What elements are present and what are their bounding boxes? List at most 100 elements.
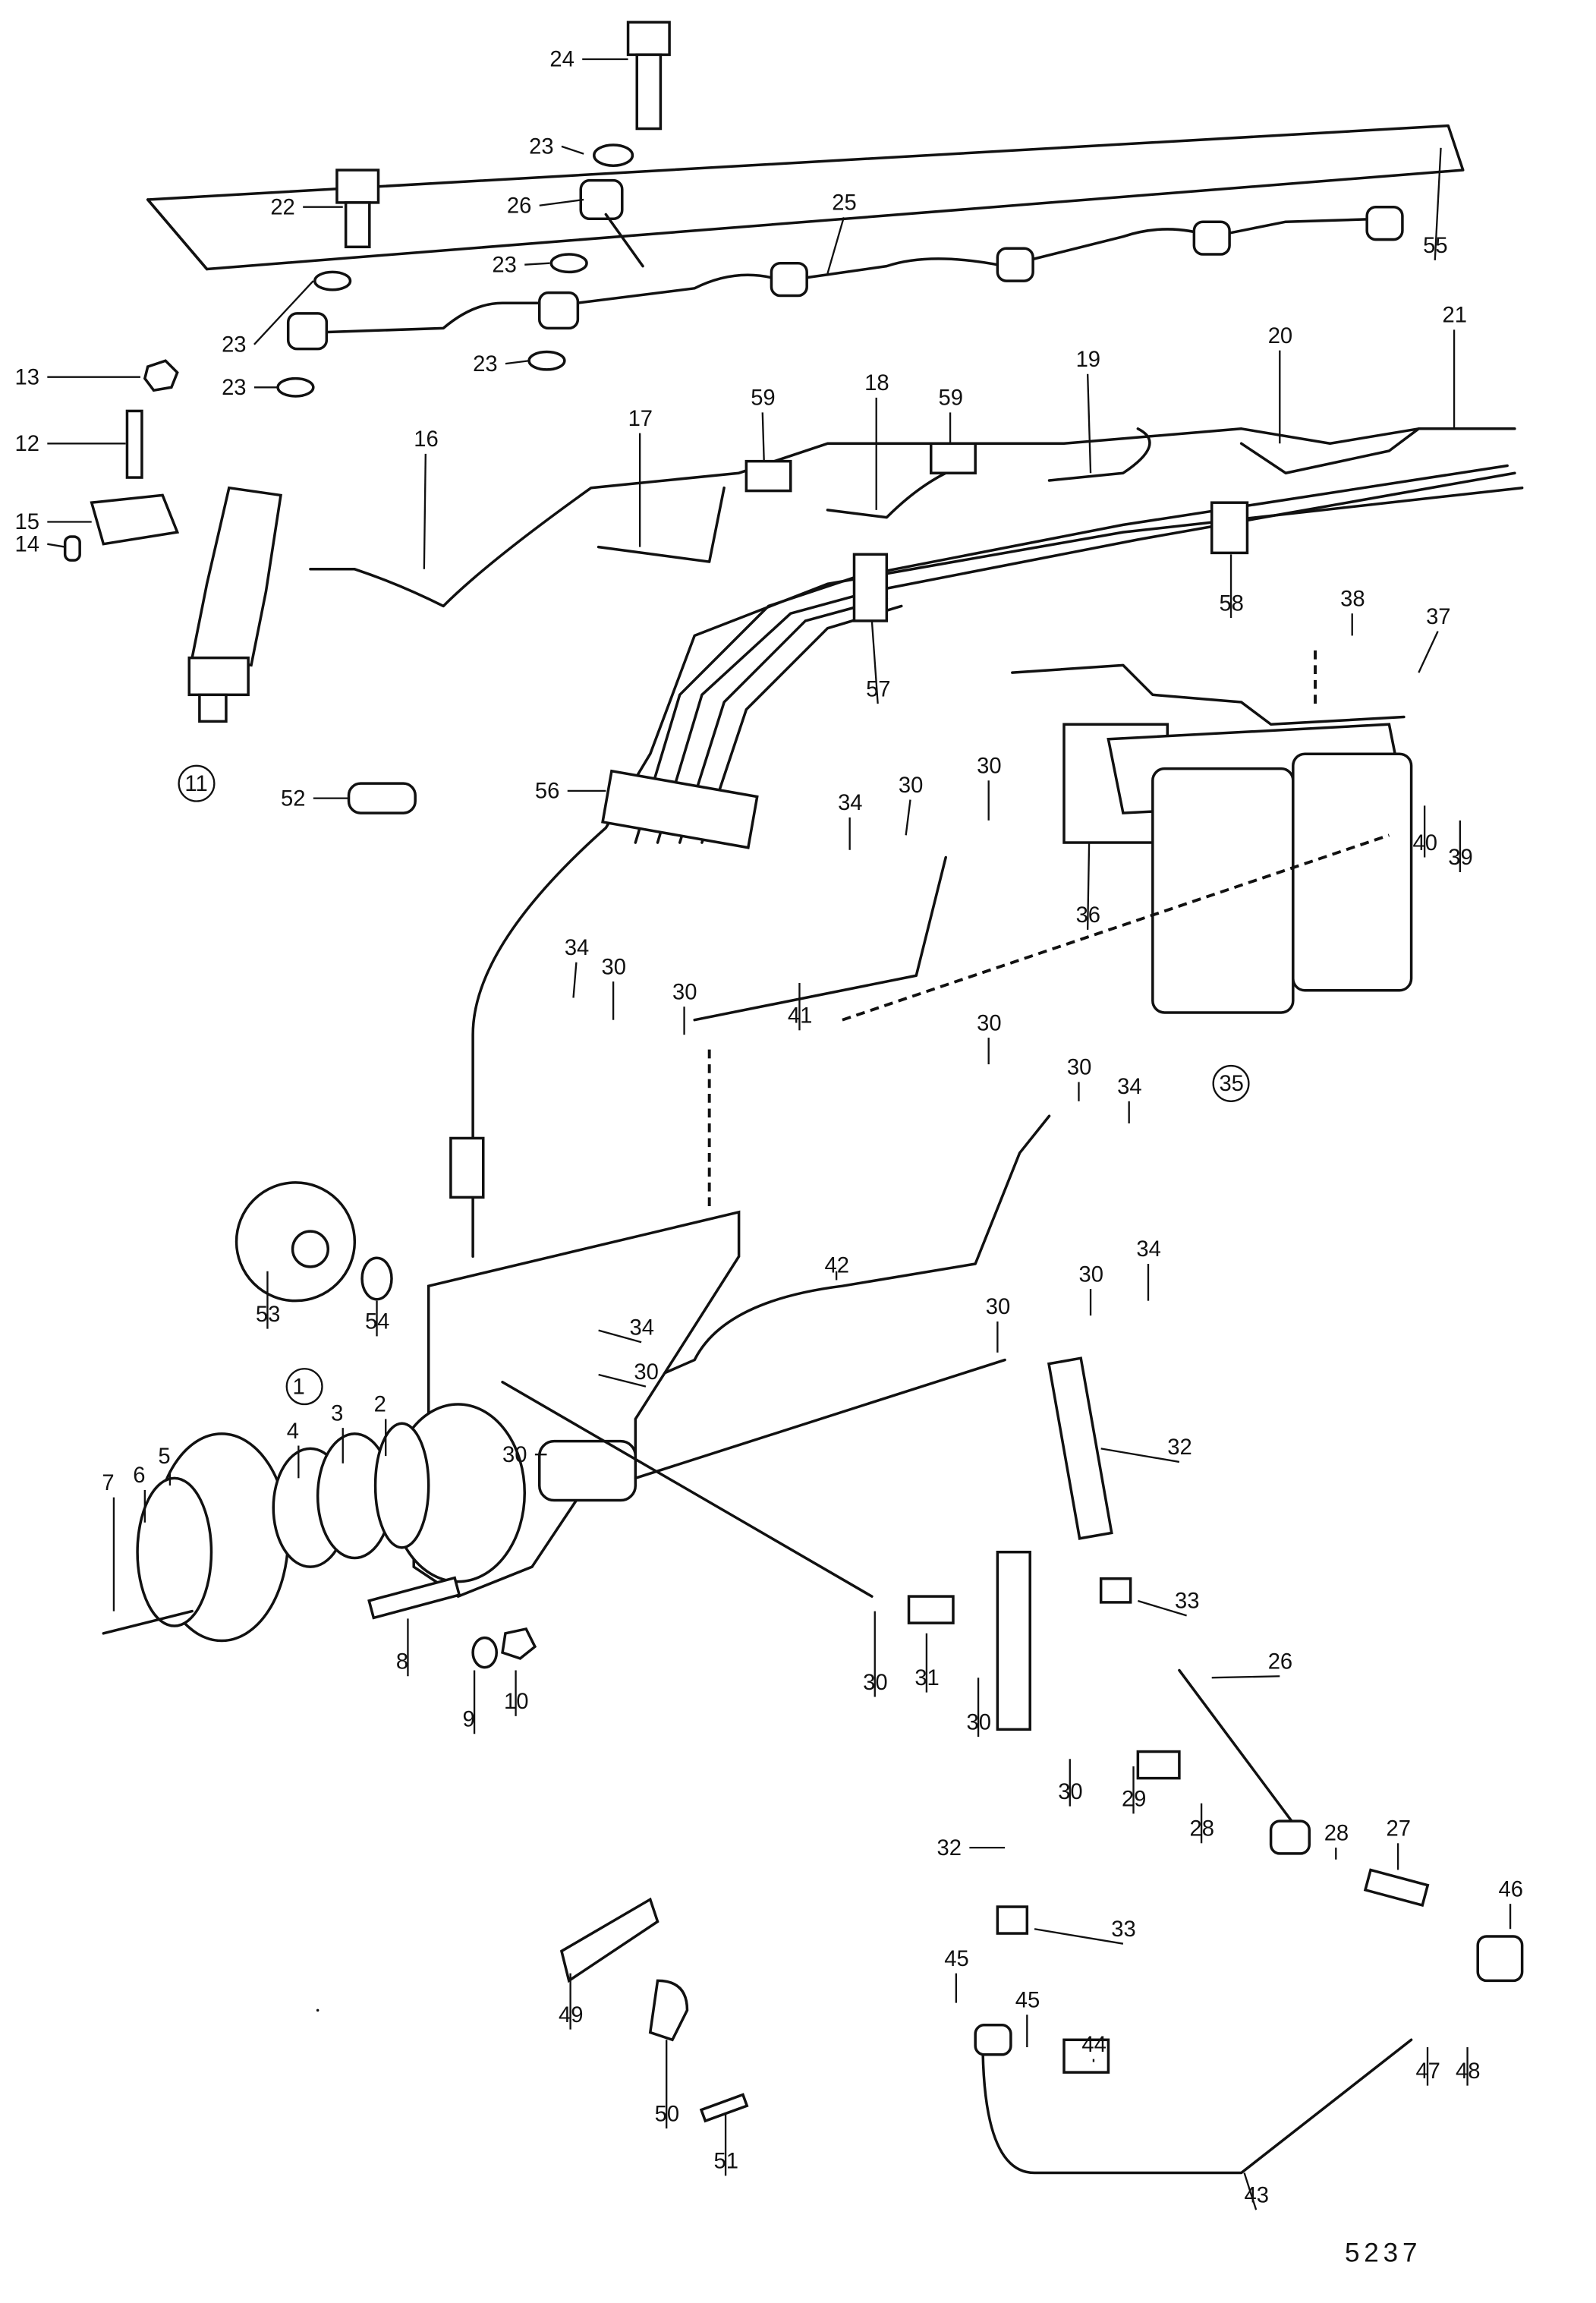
part-number-label: 30 xyxy=(1067,1056,1091,1080)
part-number-label: 30 xyxy=(899,773,923,798)
part-number-label: 43 xyxy=(1245,2183,1269,2207)
part-number-label: 44 xyxy=(1081,2033,1106,2057)
part-number-label: 33 xyxy=(1111,1917,1135,1942)
part-number-label: 23 xyxy=(492,253,516,277)
part-number-label: 57 xyxy=(866,677,890,701)
part-number-label: 51 xyxy=(714,2150,738,2174)
leader-line xyxy=(598,1373,647,1388)
leader-line xyxy=(505,360,530,365)
leader-line xyxy=(1138,1599,1187,1617)
bracket xyxy=(316,782,749,2123)
part-number-label: 30 xyxy=(1058,1780,1082,1804)
part-number-label: 11 xyxy=(184,772,207,796)
fuel-filter xyxy=(842,650,1413,1022)
cover-plate xyxy=(146,124,1465,271)
part-number-label: 27 xyxy=(1386,1817,1410,1841)
part-number-label: 1 xyxy=(293,1375,305,1399)
part-number-label: 30 xyxy=(602,955,626,979)
part-number-label: 30 xyxy=(986,1295,1010,1319)
leader-line xyxy=(524,262,550,266)
leader-line xyxy=(572,962,578,998)
part-number-label: 40 xyxy=(1413,831,1437,855)
bleed-parts xyxy=(501,1356,1524,2175)
part-number-label: 28 xyxy=(1190,1817,1214,1841)
part-number-label: 47 xyxy=(1415,2059,1440,2084)
leader-line xyxy=(1211,1675,1280,1679)
part-number-label: 13 xyxy=(14,365,39,389)
banjo-fittings xyxy=(286,178,1404,351)
leader-line xyxy=(1034,1928,1124,1945)
label-circle xyxy=(1212,1064,1250,1102)
part-number-label: 21 xyxy=(1442,304,1466,328)
part-number-label: 31 xyxy=(914,1666,939,1690)
part-number-label: 46 xyxy=(1498,1877,1522,1901)
leak-off-pipe xyxy=(309,217,1384,334)
part-number-label: 17 xyxy=(628,407,653,431)
leader-line xyxy=(1086,373,1092,474)
part-number-label: 39 xyxy=(1448,846,1472,870)
part-number-label: 49 xyxy=(559,2003,583,2027)
leader-line xyxy=(423,453,427,569)
banjo-bolts xyxy=(276,20,671,398)
label-circle xyxy=(178,764,216,802)
part-number-label: 24 xyxy=(549,48,574,72)
part-number-label: 37 xyxy=(1426,605,1450,629)
part-number-label: 42 xyxy=(825,1254,849,1278)
part-number-label: 30 xyxy=(966,1710,990,1734)
part-number-label: 58 xyxy=(1219,591,1243,616)
part-number-label: 34 xyxy=(630,1315,654,1340)
part-number-label: 56 xyxy=(535,780,559,804)
part-number-label: 59 xyxy=(751,386,775,411)
label-circle xyxy=(285,1368,323,1406)
part-number-label: 33 xyxy=(1175,1589,1199,1614)
leader-line xyxy=(1243,2172,1258,2210)
part-number-label: 10 xyxy=(504,1690,528,1714)
drive-gear-coupling xyxy=(102,1422,537,1669)
drawing-reference-number: 5237 xyxy=(1345,2238,1421,2267)
part-number-label: 23 xyxy=(529,135,553,159)
part-number-label: 54 xyxy=(365,1310,389,1334)
leader-line xyxy=(905,799,911,836)
part-number-label: 45 xyxy=(944,1947,968,1971)
part-number-label: 30 xyxy=(977,755,1001,779)
part-number-label: 8 xyxy=(396,1650,408,1674)
part-number-label: 25 xyxy=(832,191,856,216)
part-number-label: 4 xyxy=(287,1419,299,1444)
part-number-label: 38 xyxy=(1340,587,1365,611)
part-number-label: 5 xyxy=(158,1444,170,1469)
leader-line xyxy=(539,198,584,206)
part-number-label: 30 xyxy=(863,1671,887,1695)
leader-line xyxy=(561,145,584,155)
leader-line xyxy=(1434,147,1442,260)
part-number-label: 2 xyxy=(374,1393,386,1417)
part-number-label: 23 xyxy=(473,352,497,376)
part-number-label: 14 xyxy=(14,532,39,556)
part-number-label: 55 xyxy=(1423,234,1447,258)
injector-clamp-parts xyxy=(63,359,180,562)
leader-line xyxy=(826,217,845,274)
part-number-label: 23 xyxy=(222,333,246,358)
part-number-label: 34 xyxy=(1117,1075,1141,1099)
leader-line xyxy=(253,280,314,345)
part-number-label: 30 xyxy=(502,1443,527,1467)
part-number-label: 9 xyxy=(462,1707,474,1731)
leader-line xyxy=(47,543,65,548)
part-number-label: 48 xyxy=(1456,2059,1480,2084)
part-number-label: 18 xyxy=(864,371,889,395)
part-number-label: 23 xyxy=(222,376,246,400)
part-number-label: 34 xyxy=(1136,1237,1160,1262)
part-number-label: 28 xyxy=(1324,1821,1349,1845)
part-number-label: 53 xyxy=(256,1303,280,1327)
part-number-label: 30 xyxy=(1078,1262,1103,1287)
part-number-label: 45 xyxy=(1015,1988,1040,2012)
part-number-label: 7 xyxy=(102,1471,114,1495)
part-number-label: 41 xyxy=(788,1004,812,1029)
part-number-label: 12 xyxy=(14,432,39,456)
leader-line xyxy=(870,620,879,704)
part-number-label: 26 xyxy=(1268,1650,1292,1674)
part-number-label: 6 xyxy=(133,1463,145,1488)
part-number-label: 36 xyxy=(1076,903,1100,928)
part-number-label: 50 xyxy=(655,2102,679,2126)
